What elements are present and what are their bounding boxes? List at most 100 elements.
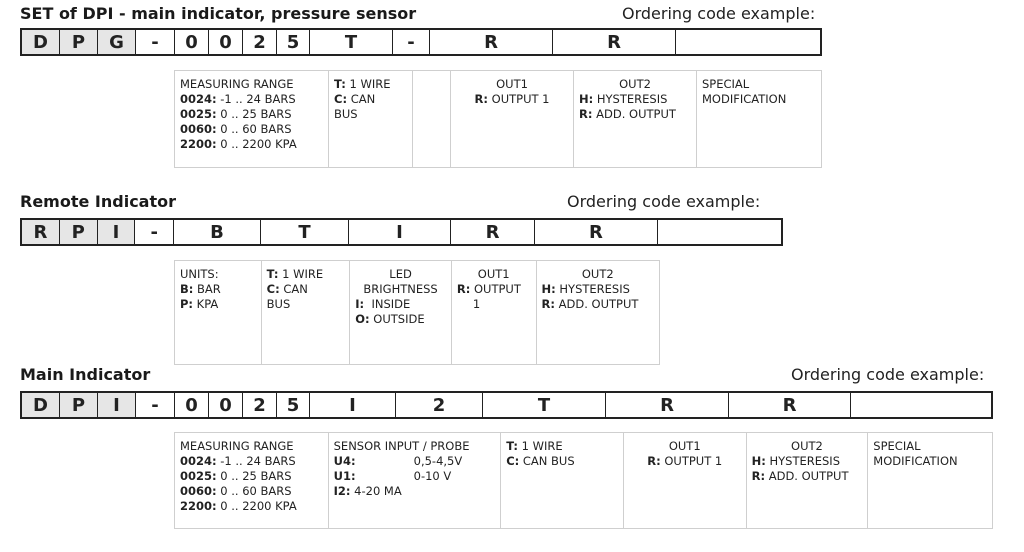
wire-line: T: 1 WIRE [267,267,345,282]
code-cell: I [310,393,396,417]
range-line: 2200: 0 .. 2200 KPA [180,137,323,152]
code-cell: 0 [175,30,209,54]
out2-value: HYSTERESIS [593,92,668,106]
units-line: P: KPA [180,297,256,312]
code-cell: T [483,393,606,417]
wire-value: CAN [279,282,308,296]
code-cell: I [349,220,451,244]
units-header: UNITS: [180,267,219,281]
code-cell: R [535,220,658,244]
out2-header: OUT2 [791,439,823,453]
wire-value: 1 WIRE [518,439,563,453]
wire-line: BUS [334,107,407,122]
measuring-range-cell: MEASURING RANGE 0024: -1 .. 24 BARS 0025… [175,433,329,528]
wire-value: BUS [334,107,358,121]
out2-value: HYSTERESIS [555,282,630,296]
wire-key: T: [334,77,346,91]
section2-title: Remote Indicator [20,192,176,211]
out1-line: R: OUTPUT 1 [456,92,568,107]
code-cell: P [59,220,98,244]
out1-key: R: [456,282,471,296]
range-value: 0 .. 2200 KPA [216,499,297,513]
range-key: 0060: [180,122,217,136]
out2-line: R: ADD. OUTPUT [579,107,691,122]
code-cell: R [606,393,729,417]
wire-line: T: 1 WIRE [506,439,618,454]
led-key: O: [355,312,370,326]
units-value: BAR [193,282,221,296]
wire-line: BUS [267,297,345,312]
wire-cell: T: 1 WIRE C: CAN BUS [262,261,351,364]
code-cell: 0 [209,393,243,417]
code-cell: 5 [277,393,310,417]
sensor-key: U4: [333,454,356,468]
led-key: I: [355,297,365,311]
section1-title: SET of DPI - main indicator, pressure se… [20,4,417,23]
out2-header: OUT2 [581,267,614,281]
special-line: SPECIAL [873,439,921,453]
led-line: O: OUTSIDE [355,312,446,327]
sensor-key: U1: [333,469,356,483]
wire-key: C: [506,454,520,468]
code-cell [676,30,800,54]
led-value: INSIDE [364,297,411,311]
section3-desc-row: MEASURING RANGE 0024: -1 .. 24 BARS 0025… [174,432,993,529]
code-cell: 2 [243,30,277,54]
code-cell: - [393,30,430,54]
out2-value: ADD. OUTPUT [765,469,849,483]
range-line: 0025: 0 .. 25 BARS [180,469,323,484]
out2-value: HYSTERESIS [765,454,840,468]
out1-line: R: OUTPUT 1 [629,454,741,469]
wire-cell: T: 1 WIRE C: CAN BUS [501,433,624,528]
sensor-header: SENSOR INPUT / PROBE [333,439,470,453]
range-key: 2200: [180,499,217,513]
wire-key: C: [334,92,348,106]
range-value: -1 .. 24 BARS [216,454,296,468]
code-cell: I [98,393,136,417]
range-value: 0 .. 60 BARS [216,122,292,136]
sensor-line: U4: 0,5-4,5V [334,454,496,469]
code-cell [851,393,975,417]
led-header: LED [389,267,412,281]
code-cell [658,220,781,244]
code-cell: - [136,30,175,54]
range-value: 0 .. 2200 KPA [216,137,297,151]
out1-cell: OUT1 R: OUTPUT 1 [624,433,747,528]
wire-line: C: CAN BUS [506,454,618,469]
units-key: P: [180,297,194,311]
measuring-range-header: MEASURING RANGE [180,439,294,453]
sensor-value: 0,5-4,5V [413,454,463,468]
code-cell: D [22,30,60,54]
range-line: 0060: 0 .. 60 BARS [180,122,323,137]
wire-line: C: CAN [267,282,345,297]
out1-cell: OUT1 R: OUTPUT 1 [451,71,574,167]
code-cell: R [729,393,851,417]
out1-value: OUTPUT 1 [660,454,723,468]
wire-key: T: [506,439,519,453]
section2-ordering-label: Ordering code example: [567,192,761,211]
out2-cell: OUT2 H: HYSTERESIS R: ADD. OUTPUT [747,433,869,528]
out2-key: R: [751,469,766,483]
units-line: B: BAR [180,282,256,297]
led-cell: LED BRIGHTNESS I: INSIDE O: OUTSIDE [350,261,452,364]
range-line: 2200: 0 .. 2200 KPA [180,499,323,514]
led-header: BRIGHTNESS [363,282,438,296]
code-cell: - [136,393,175,417]
out2-line: H: HYSTERESIS [579,92,691,107]
out1-value: OUTPUT 1 [487,92,550,106]
out1-key: R: [647,454,661,468]
led-value: OUTSIDE [369,312,425,326]
out2-header: OUT2 [619,77,651,91]
empty-cell [413,71,451,167]
special-line: MODIFICATION [702,92,787,106]
range-value: 0 .. 60 BARS [216,484,292,498]
sensor-input-cell: SENSOR INPUT / PROBE U4: 0,5-4,5V U1:0-10… [329,433,502,528]
sensor-line: I2: 4-20 MA [334,484,496,499]
out2-key: H: [579,92,594,106]
units-cell: UNITS: B: BAR P: KPA [175,261,262,364]
special-cell: SPECIAL MODIFICATION [868,433,992,528]
out2-key: R: [579,107,593,121]
range-value: 0 .. 25 BARS [216,469,292,483]
sensor-line: U1:0-10 V [334,469,496,484]
range-key: 0024: [180,454,217,468]
